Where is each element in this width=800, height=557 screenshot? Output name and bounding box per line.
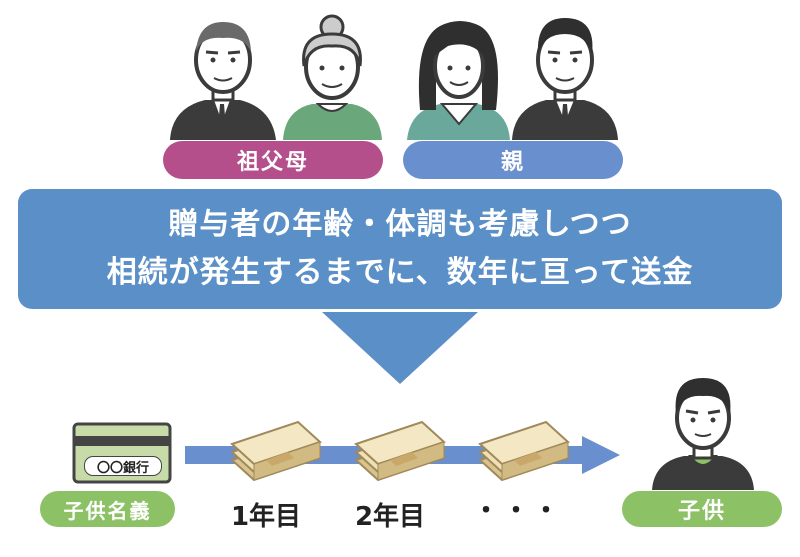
down-arrow	[322, 312, 478, 384]
grandmother-icon	[283, 14, 382, 140]
year-2-label: 2年目	[354, 502, 426, 532]
money-stack-icon	[478, 420, 570, 482]
grandfather-icon	[170, 22, 276, 140]
child-label: 子供	[622, 491, 782, 527]
money-stack-icon	[354, 420, 446, 482]
father-icon	[512, 18, 618, 140]
message-banner: 贈与者の年齢・体調も考慮しつつ 相続が発生するまでに、数年に亘って送金	[18, 189, 782, 309]
bank-name-label: 〇〇銀行	[84, 456, 162, 476]
money-stack-icon	[230, 420, 322, 482]
child-icon	[652, 378, 754, 490]
banner-line-2: 相続が発生するまでに、数年に亘って送金	[106, 255, 694, 290]
grandparents-label: 祖父母	[163, 141, 383, 179]
year-1-label: 1年目	[230, 502, 302, 532]
parents-label: 親	[403, 141, 623, 179]
child-account-label: 子供名義	[40, 491, 175, 527]
banner-line-1: 贈与者の年齢・体調も考慮しつつ	[168, 207, 632, 242]
mother-icon	[407, 21, 510, 140]
ellipsis-label: ・・・	[472, 496, 563, 526]
